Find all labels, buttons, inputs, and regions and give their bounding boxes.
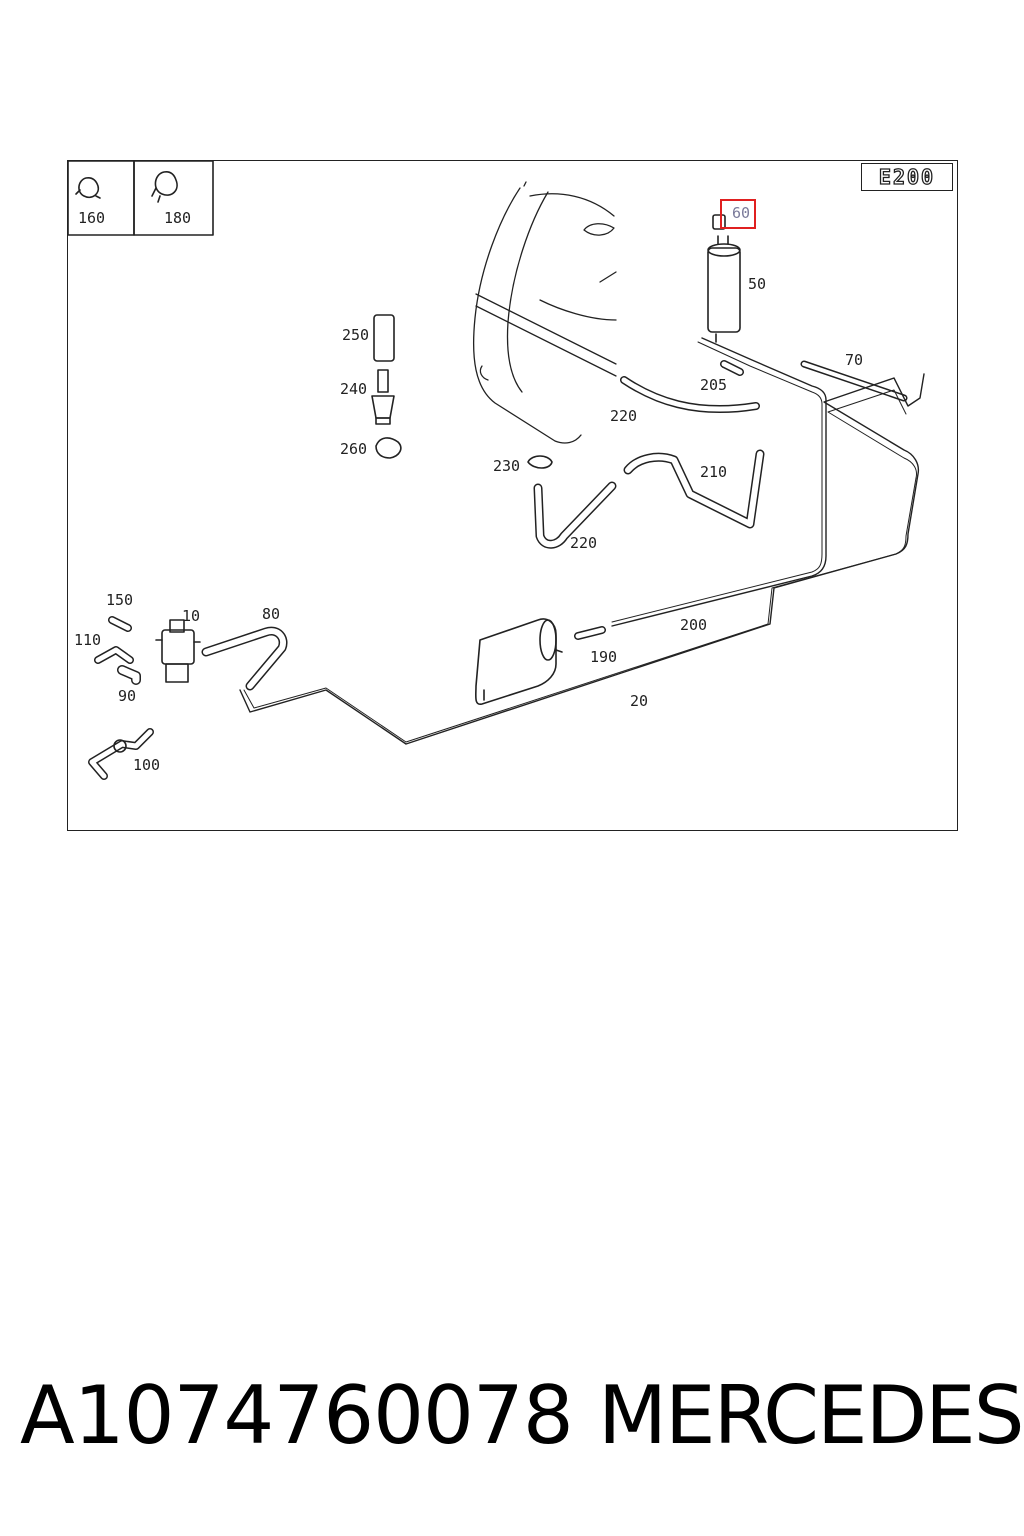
callout-220-lower: 220 — [570, 534, 598, 552]
part-100-icon — [88, 728, 154, 780]
callout-200: 200 — [680, 616, 708, 634]
callout-250: 250 — [342, 326, 370, 344]
parts-diagram-drawing — [67, 160, 925, 780]
callout-60-highlighted: 60 — [720, 199, 757, 229]
callout-190: 190 — [590, 648, 618, 666]
callout-100: 100 — [133, 756, 161, 774]
callout-160: 160 — [78, 209, 106, 227]
part-10-valve-icon — [155, 619, 201, 683]
fuel-tank-outline — [472, 181, 617, 444]
clamp-180-icon — [151, 171, 178, 203]
hose-210 — [623, 449, 765, 529]
callout-10: 10 — [182, 607, 201, 625]
fuel-line-200 — [611, 337, 827, 627]
model-badge: E200 — [861, 163, 953, 191]
part-50-canister-icon — [707, 235, 741, 343]
callout-110: 110 — [74, 631, 102, 649]
callout-90: 90 — [118, 687, 137, 705]
callout-260: 260 — [340, 440, 368, 458]
callout-180: 180 — [164, 209, 192, 227]
brand-caption: MERCEDES — [598, 1369, 1024, 1462]
callout-220-upper: 220 — [610, 407, 638, 425]
callout-150: 150 — [106, 591, 134, 609]
part-60-cap-icon — [712, 214, 726, 230]
callout-70: 70 — [845, 351, 864, 369]
clamp-230-icon — [527, 455, 553, 469]
parts-diagram-frame — [67, 160, 958, 831]
callout-205: 205 — [700, 376, 728, 394]
callout-240: 240 — [340, 380, 368, 398]
inset-box-180 — [133, 160, 214, 236]
fuel-filter-icon — [474, 618, 563, 706]
part-240-valve-icon — [371, 369, 395, 425]
part-250-sleeve-icon — [373, 314, 395, 362]
callout-50: 50 — [748, 275, 767, 293]
callout-230: 230 — [493, 457, 521, 475]
callout-20: 20 — [630, 692, 649, 710]
callout-210: 210 — [700, 463, 728, 481]
clamp-160-icon — [75, 177, 101, 199]
part-number-caption: A1074760078 — [20, 1369, 574, 1462]
part-260-clip-icon — [375, 437, 402, 459]
callout-80: 80 — [262, 605, 281, 623]
